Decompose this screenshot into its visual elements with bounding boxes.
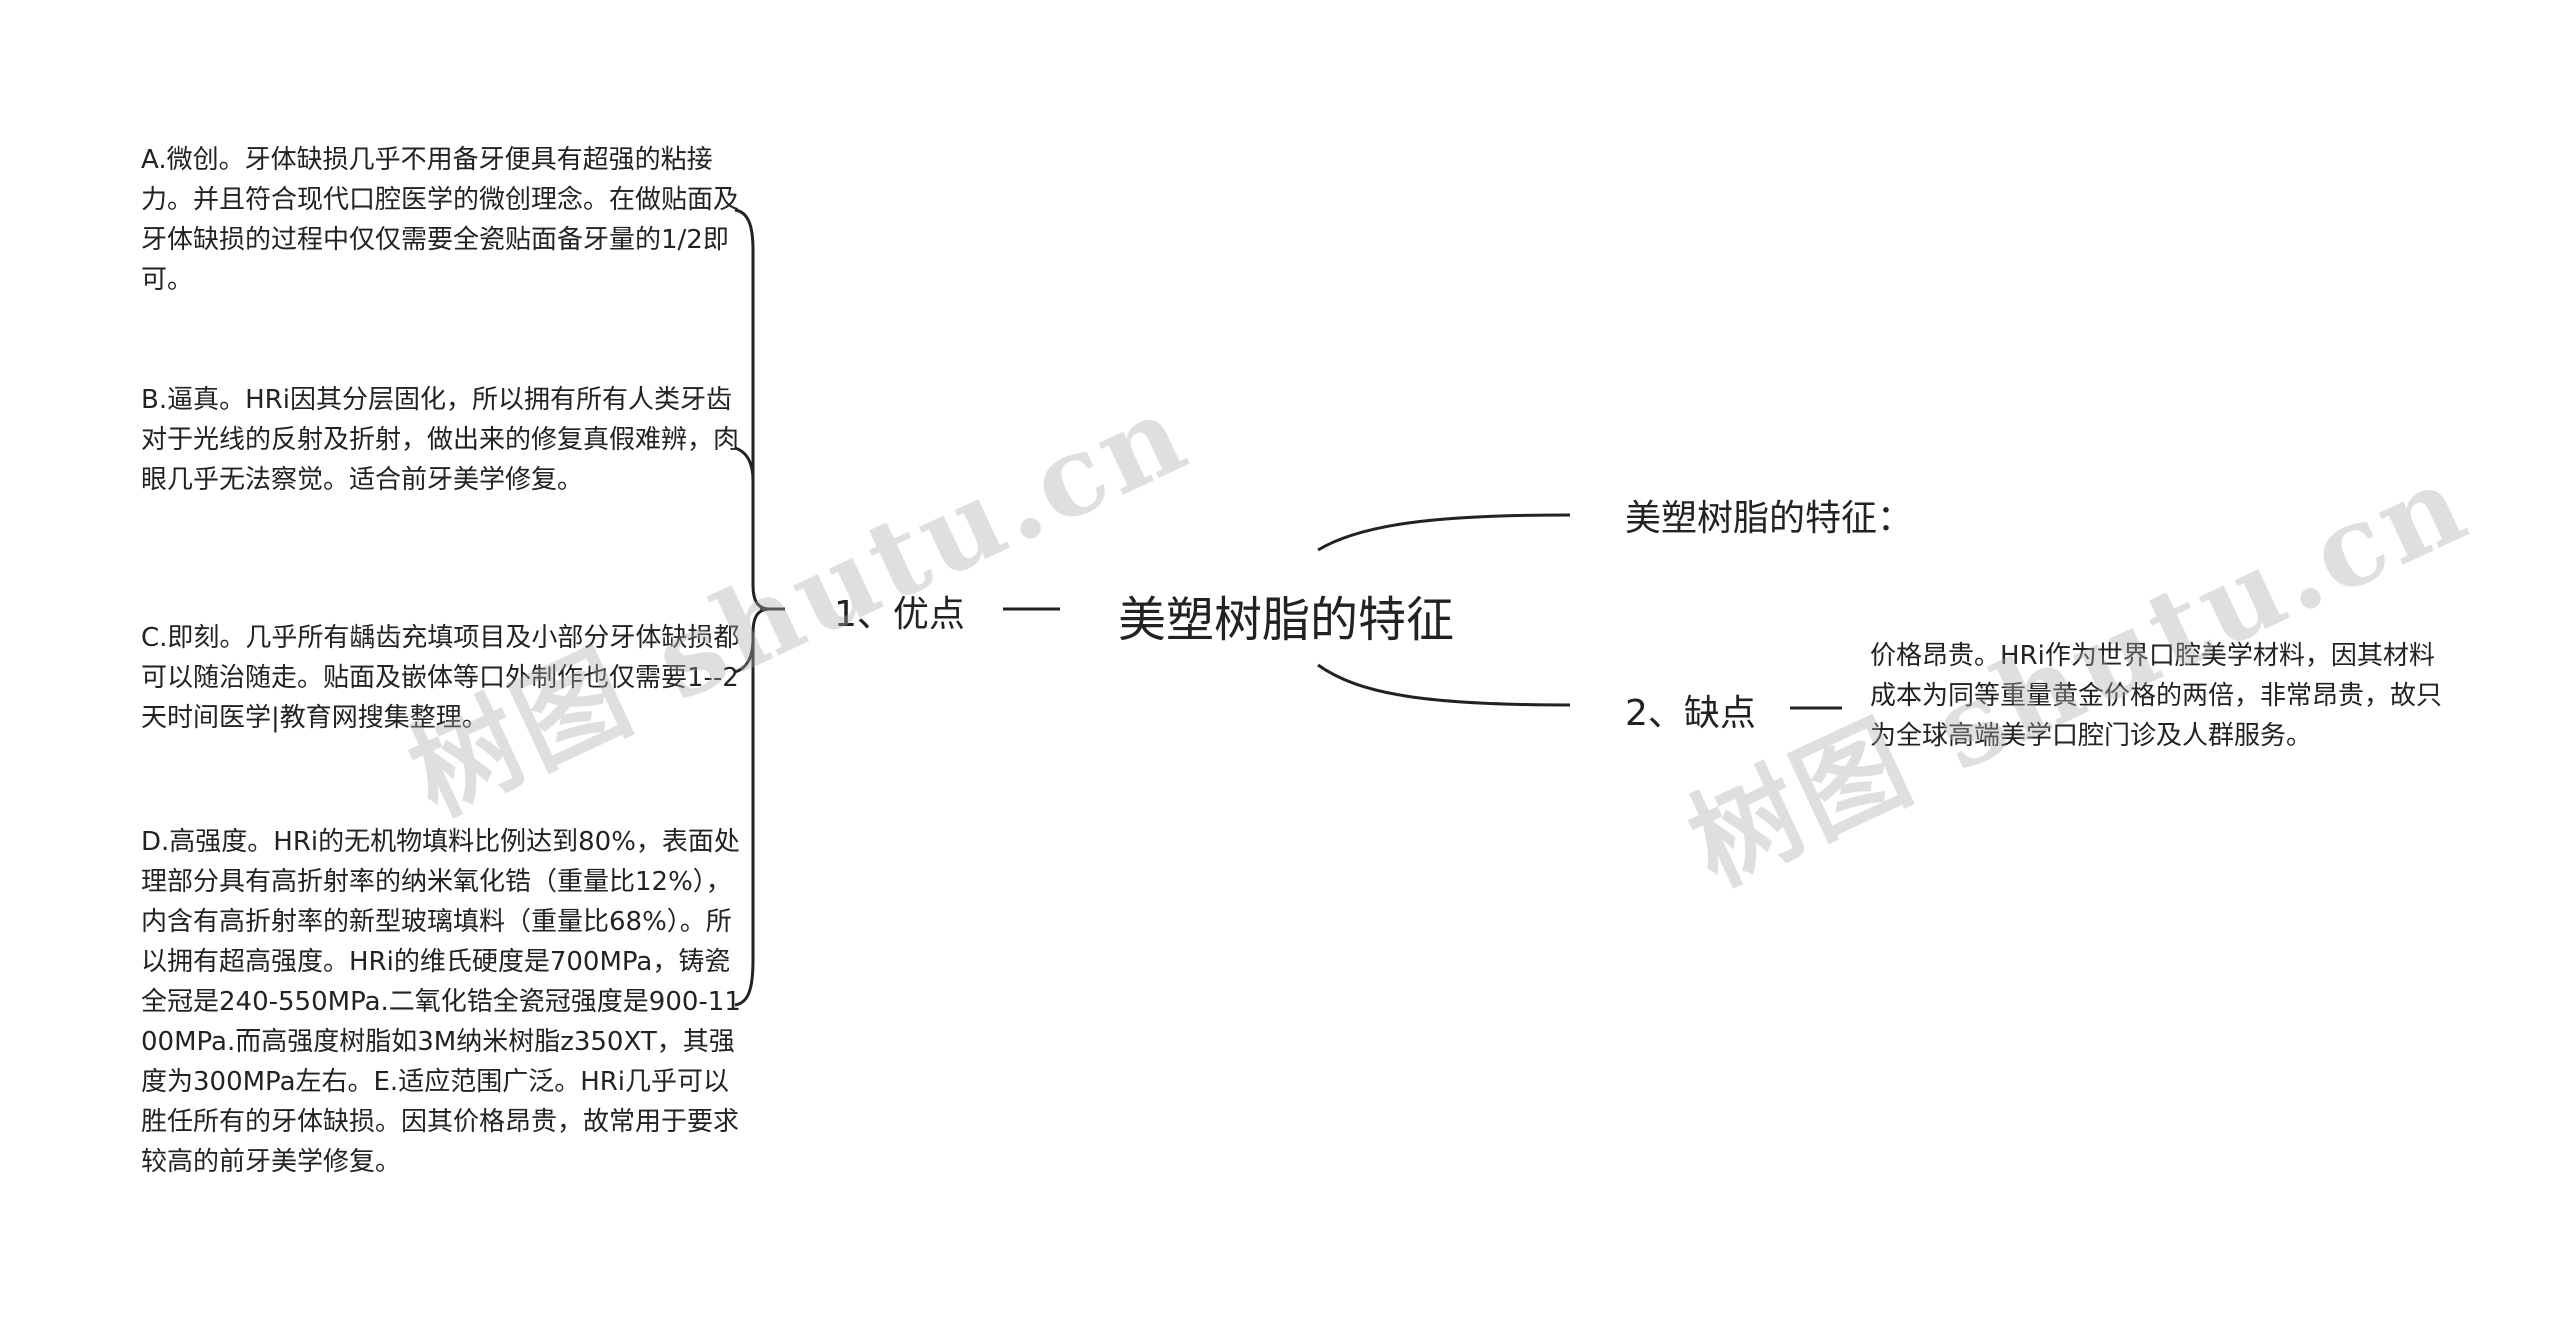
leaf-advantage-b: B.逼真。HRi因其分层固化，所以拥有所有人类牙齿对于光线的反射及折射，做出来的… — [141, 385, 740, 495]
leaf-advantage-d: D.高强度。HRi的无机物填料比例达到80%，表面处理部分具有高折射率的纳米氧化… — [141, 827, 741, 1177]
central-topic: 美塑树脂的特征 — [1118, 592, 1455, 648]
central-to-feature-curve — [1317, 513, 1571, 552]
leaf-advantage-a: A.微创。牙体缺损几乎不用备牙便具有超强的粘接力。并且符合现代口腔医学的微创理念… — [141, 145, 740, 295]
brace-hook-b — [734, 446, 755, 481]
leaf-advantage-c: C.即刻。几乎所有龋齿充填项目及小部分牙体缺损都可以随治随走。贴面及嵌体等口外制… — [141, 623, 740, 733]
branch-features: 美塑树脂的特征： — [1625, 498, 1914, 539]
brace-hook-c — [734, 639, 755, 674]
branch-disadvantages: 2、缺点 — [1625, 693, 1756, 734]
branch-advantages: 1、优点 — [834, 594, 965, 635]
central-to-quedian-curve — [1317, 663, 1571, 707]
leaf-disadvantage-price: 价格昂贵。HRi作为世界口腔美学材料，因其材料成本为同等重量黄金价格的两倍，非常… — [1870, 641, 2443, 751]
